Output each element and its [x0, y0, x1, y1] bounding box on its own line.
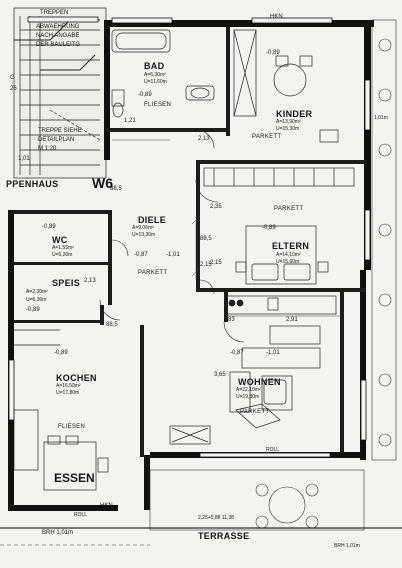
- bathroom-fixtures: [111, 29, 215, 118]
- eltern-level: -0,89: [262, 225, 276, 231]
- hkn-bottom: HKN: [100, 503, 113, 509]
- kochen-floor: FLIESEN: [58, 424, 86, 430]
- diele-level-b: -1,01: [166, 252, 180, 258]
- dim-right-margin: 1,01m: [374, 115, 388, 121]
- bad-perimeter: U=11,60m: [144, 79, 167, 85]
- dim-bad-h: 2,13: [198, 136, 210, 142]
- eltern-floor: PARKETT: [274, 206, 304, 212]
- dim-diele-c: 2,15: [210, 260, 222, 266]
- eltern-furniture: [203, 167, 355, 285]
- stair-code-2: 26: [10, 86, 17, 92]
- dim-eltern-v: 2,15: [200, 262, 212, 268]
- kochen-level: -0,89: [54, 350, 68, 356]
- wc-area: A=1,55m²: [52, 245, 74, 251]
- diele-name: DIELE: [138, 215, 167, 225]
- windows: [8, 16, 371, 458]
- dimension-lines: [112, 139, 340, 317]
- kinder-name: KINDER: [276, 109, 313, 119]
- bad-floor: FLIESEN: [144, 102, 172, 108]
- kitchen-block: [13, 295, 337, 491]
- wohnen-level-b: -1,01: [266, 350, 280, 356]
- bad-level: -0,89: [138, 92, 152, 98]
- dim-wohnen-83: 83: [228, 317, 235, 323]
- kinder-floor: PARKETT: [252, 134, 282, 140]
- roll-upper: ROLL: [266, 447, 280, 453]
- wohnen-perimeter: U=19,30m: [236, 394, 260, 400]
- essen-name: ESSEN: [54, 471, 95, 485]
- eltern-name: ELTERN: [272, 241, 310, 251]
- eltern-area: A=14,10m²: [276, 252, 301, 258]
- wohnen-name: WOHNEN: [238, 377, 281, 387]
- diele-floor: PARKETT: [138, 270, 168, 276]
- kinder-perimeter: U=15,30m: [276, 126, 300, 132]
- wohnen-level-a: -0,87: [230, 350, 244, 356]
- kinder-level: -0,89: [266, 50, 280, 56]
- right-facade: [371, 19, 397, 461]
- dim-wohnen-365: 3,65: [214, 372, 226, 378]
- kochen-area: A=16,50m²: [56, 383, 81, 389]
- kochen-name: KOCHEN: [56, 373, 97, 383]
- stair-code-1: G: [10, 75, 15, 81]
- dim-bad-v: 1,21: [124, 118, 136, 124]
- unit-label: W6: [92, 175, 113, 191]
- stair-detail-line-3: M 1:20: [38, 146, 57, 152]
- hkn-top: HKN: [270, 14, 283, 20]
- kochen-perimeter: U=17,80m: [56, 390, 80, 396]
- dim-diele-a: 88,5: [200, 236, 212, 242]
- kinder-furniture: [233, 29, 339, 143]
- stair-note-line-1: TREPPEN: [40, 10, 69, 16]
- brh-right: BRH 1,01m: [334, 543, 360, 549]
- stair-note-line-2: ABWAEHRUNG: [36, 24, 80, 30]
- wohnen-furniture: [169, 371, 293, 445]
- door-swings: [99, 129, 245, 343]
- diele-level-a: -0,87: [134, 252, 148, 258]
- dim-speis-a: 2,13: [84, 278, 96, 284]
- bad-name: BAD: [144, 61, 165, 71]
- stair-note-line-3: NACH ANGABE: [36, 33, 80, 39]
- wohnen-floor: PARKETT: [240, 409, 270, 415]
- treppenhaus-label: PPENHAUS: [6, 179, 59, 189]
- roll-lower: ROLL: [74, 512, 88, 518]
- kinder-area: A=13,90m²: [276, 119, 301, 125]
- wc-name: WC: [52, 235, 68, 245]
- brh-left: BRH 1,01m: [42, 530, 74, 536]
- speis-area: A=2,30m²: [26, 289, 48, 295]
- terrace: [0, 469, 402, 546]
- dim-terrace: 2,25+5,88 11,38: [198, 515, 234, 521]
- eltern-perimeter: U=15,60m: [276, 259, 300, 265]
- wc-perimeter: U=5,20m: [52, 252, 73, 258]
- stair-detail-line-1: TREPPE SIEHE: [38, 128, 82, 134]
- dim-diele-b: 2,35: [210, 204, 222, 210]
- speis-name: SPEIS: [52, 278, 81, 288]
- dim-door-a: 88,5: [110, 186, 122, 192]
- wc-level: -0,89: [42, 224, 56, 230]
- level-left: 1,01: [18, 156, 30, 162]
- diele-perimeter: U=13,30m: [132, 232, 156, 238]
- wohnen-area: A=22,10m²: [236, 387, 261, 393]
- bad-area: A=6,30m²: [144, 72, 166, 78]
- dim-speis-b: 88,5: [106, 322, 118, 328]
- diele-area: A=9,06m²: [132, 225, 154, 231]
- staircase: [13, 7, 107, 179]
- stair-detail-line-2: DETAILPLAN: [38, 137, 75, 143]
- speis-perimeter: U=6,30m: [26, 297, 47, 303]
- dim-wohnen-291: 2,91: [286, 317, 298, 323]
- stair-note-line-4: DER BAULEITG: [36, 42, 81, 48]
- terrasse-label: TERRASSE: [198, 531, 250, 541]
- speis-level: -0,89: [26, 307, 40, 313]
